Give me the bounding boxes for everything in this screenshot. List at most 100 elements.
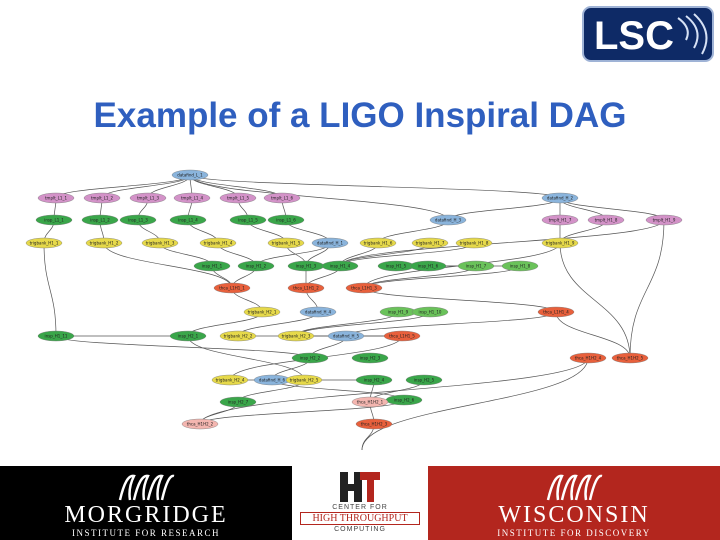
dag-node-label: thca_L1H1_2 xyxy=(293,286,319,291)
dag-node-label: datafind_H_5 xyxy=(333,334,360,339)
dag-node: insp_L1_5 xyxy=(229,214,267,226)
dag-node-shape xyxy=(229,214,267,226)
lsc-logo: LSC xyxy=(582,6,714,62)
morgridge-name: MORGRIDGE xyxy=(64,502,228,528)
dag-node-shape xyxy=(219,192,257,204)
dag-node: thca_L1H1_3 xyxy=(345,282,383,294)
dag-node: insp_H2_7 xyxy=(219,396,257,408)
dag-node-label: trigbank_H1_4 xyxy=(204,241,233,246)
dag-node-label: insp_H1_10 xyxy=(419,310,442,315)
dag-node-shape xyxy=(219,396,257,408)
dag-node-shape xyxy=(237,260,275,272)
dag-node-label: insp_H1_7 xyxy=(466,264,487,269)
dag-node: trigbank_H1_1 xyxy=(25,237,63,249)
dag-node-label: datafind_H_2 xyxy=(547,196,574,201)
dag-node-shape xyxy=(83,192,121,204)
dag-edge xyxy=(339,219,665,267)
dag-node-shape xyxy=(287,282,325,294)
dag-node-shape xyxy=(285,374,323,386)
dag-node-label: insp_L1_3 xyxy=(128,218,148,223)
dag-node-label: insp_H1_1 xyxy=(202,264,223,269)
dag-node-label: thca_L1H1_1 xyxy=(219,286,245,291)
dag-node-label: tmplt_L1_6 xyxy=(271,196,293,201)
dag-node-shape xyxy=(169,214,207,226)
dag-node-label: insp_H1_9 xyxy=(388,310,409,315)
dag-node: insp_H1_11 xyxy=(37,330,75,342)
dag-node-shape xyxy=(321,260,359,272)
dag-node-label: insp_H2_6 xyxy=(394,398,415,403)
dag-node: tmplt_H1_9 xyxy=(645,214,683,226)
dag-node-label: insp_H1_2 xyxy=(246,264,267,269)
dag-node-shape xyxy=(411,306,449,318)
dag-node-shape xyxy=(267,237,305,249)
dag-node: insp_H2_6 xyxy=(385,394,423,406)
dag-node-label: trigbank_H1_8 xyxy=(460,241,489,246)
dag-node-shape xyxy=(457,260,495,272)
dag-node: insp_H2_5 xyxy=(405,374,443,386)
dag-node: insp_H1_4 xyxy=(321,260,359,272)
dag-node-label: insp_H1_8 xyxy=(510,264,531,269)
dag-node-label: tmplt_H1_7 xyxy=(549,218,572,223)
dag-node: thca_L1H1_2 xyxy=(287,282,325,294)
dag-edge xyxy=(199,357,589,425)
dag-edge xyxy=(629,219,665,359)
dag-node-shape xyxy=(37,192,75,204)
dag-node-label: insp_H1_5 xyxy=(386,264,407,269)
htc-line1: CENTER FOR xyxy=(332,504,388,511)
dag-node-shape xyxy=(411,237,449,249)
dag-node-shape xyxy=(25,237,63,249)
dag-node-shape xyxy=(587,214,625,226)
dag-node-label: insp_H1_3 xyxy=(296,264,317,269)
dag-node-shape xyxy=(541,192,579,204)
dag-node-shape xyxy=(129,192,167,204)
dag-node: trigbank_H2_1 xyxy=(243,306,281,318)
dag-node-label: thca_L1H1_4 xyxy=(543,310,569,315)
dag-node: datafind_H_5 xyxy=(327,330,365,342)
dag-node: insp_H1_2 xyxy=(237,260,275,272)
wisconsin-name: WISCONSIN xyxy=(498,502,650,528)
dag-node: insp_H2_1 xyxy=(169,330,207,342)
dag-node-label: thca_H1H2_2 xyxy=(187,422,214,427)
dag-node-label: insp_L1_1 xyxy=(44,218,64,223)
dag-edge xyxy=(187,335,305,381)
dag-node-shape xyxy=(409,260,447,272)
dag-node: tmplt_L1_3 xyxy=(129,192,167,204)
dag-node: insp_H2_3 xyxy=(351,352,389,364)
dag-node-shape xyxy=(611,352,649,364)
morgridge-tagline: INSTITUTE FOR RESEARCH xyxy=(71,528,220,538)
dag-node: insp_H1_6 xyxy=(409,260,447,272)
dag-node-label: thca_H1H2_4 xyxy=(575,356,602,361)
dag-node-shape xyxy=(351,352,389,364)
dag-node-shape xyxy=(355,418,393,430)
dag-node-label: trigbank_H1_6 xyxy=(364,241,393,246)
dag-node: thca_H1H2_3 xyxy=(355,418,393,430)
dag-node: datafind_H_1 xyxy=(311,237,349,249)
dag-node-shape xyxy=(267,214,305,226)
dag-node: trigbank_H1_8 xyxy=(455,237,493,249)
dag-node-shape xyxy=(455,237,493,249)
dag-edge xyxy=(189,174,561,199)
dag-node-shape xyxy=(541,237,579,249)
dag-node: trigbank_H2_5 xyxy=(285,374,323,386)
dag-node-shape xyxy=(243,306,281,318)
dag-node-label: tmplt_H1_9 xyxy=(653,218,676,223)
dag-node-shape xyxy=(299,306,337,318)
dag-node-shape xyxy=(359,237,397,249)
dag-node-label: thca_H1H2_1 xyxy=(357,400,384,405)
htc-line3: COMPUTING xyxy=(334,526,386,533)
dag-node-shape xyxy=(119,214,157,226)
dag-node-label: trigbank_H1_5 xyxy=(272,241,301,246)
dag-node-label: trigbank_H1_1 xyxy=(30,241,59,246)
dag-node-shape xyxy=(405,374,443,386)
dag-node: thca_L1H1_1 xyxy=(213,282,251,294)
dag-node-label: datafind_L_1 xyxy=(177,173,203,178)
dag-node-label: trigbank_H2_1 xyxy=(248,310,277,315)
dag-node: tmplt_L1_5 xyxy=(219,192,257,204)
dag-node-label: tmplt_H1_8 xyxy=(595,218,618,223)
dag-node: trigbank_H1_5 xyxy=(267,237,305,249)
wisconsin-tagline: INSTITUTE FOR DISCOVERY xyxy=(497,528,651,538)
dag-node-shape xyxy=(277,330,315,342)
htc-line2: HIGH THROUGHPUT xyxy=(300,512,420,525)
dag-edge xyxy=(43,242,57,337)
